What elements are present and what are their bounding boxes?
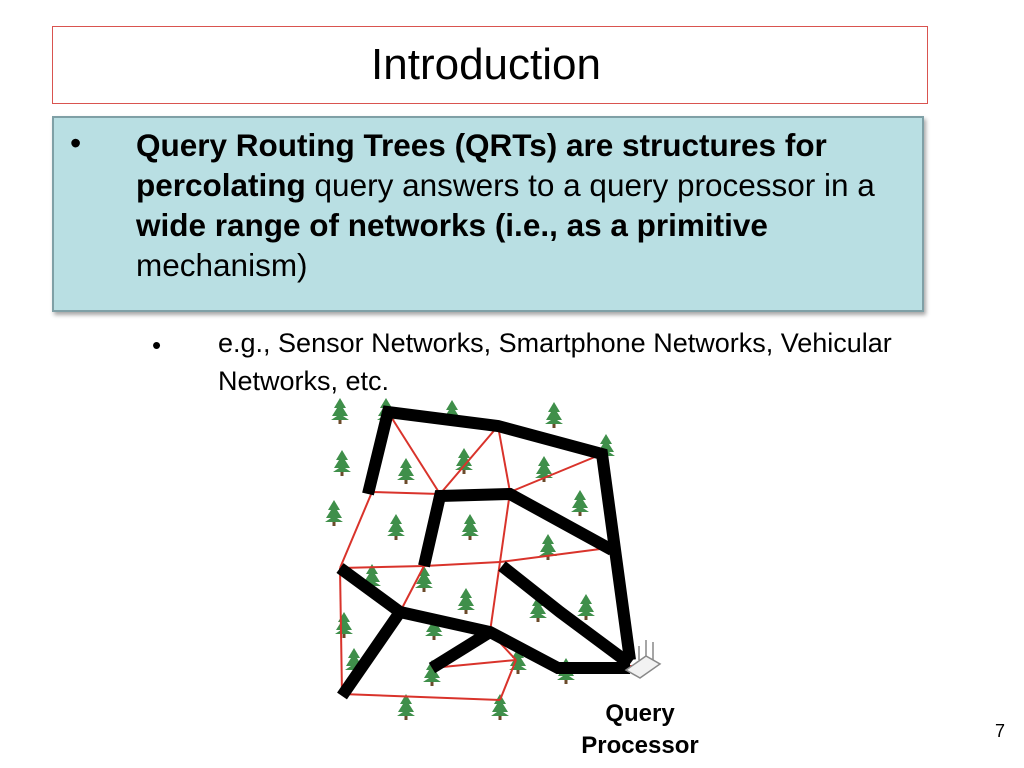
sub-bullet-text: e.g., Sensor Networks, Smartphone Networ… [218,328,892,396]
query-processor-label: Query Processor [568,698,712,762]
routing-tree-edges [336,405,636,700]
pine-tree-icon [325,500,343,526]
main-bullet-bold-2: wide range of networks (i.e., as a primi… [136,207,768,243]
pine-tree-icon [397,694,415,720]
sub-bullet-marker: • [152,330,162,360]
bullet-marker: • [70,125,82,161]
main-bullet-plain-1: query answers to a query processor in a [305,167,875,203]
query-processor-label-line2: Processor [581,732,699,759]
pine-tree-icon [397,458,415,484]
pine-tree-icon [461,514,479,540]
pine-tree-icon [331,398,349,424]
pine-tree-icon [545,402,563,428]
main-bullet-bold-1: Query Routing Trees (QRTs) are structure… [136,127,827,203]
pine-tree-icon [333,450,351,476]
antenna-base-station-icon [624,640,662,679]
page-number: 7 [995,721,1006,741]
pine-tree-icon [335,612,353,638]
query-processor-label-line1: Query [605,700,675,727]
title-box: Introduction [52,26,928,104]
pine-tree-icon [577,594,595,620]
highlight-box [52,116,924,312]
pine-tree-icon [571,490,589,516]
slide-title: Introduction [371,40,601,89]
pine-tree-icon [387,514,405,540]
red-edges [339,411,633,701]
main-bullet-plain-2: mechanism) [136,247,308,283]
pine-tree-icon [457,588,475,614]
pine-tree-icon [455,448,473,474]
main-bullet-text: Query Routing Trees (QRTs) are structure… [136,125,916,285]
